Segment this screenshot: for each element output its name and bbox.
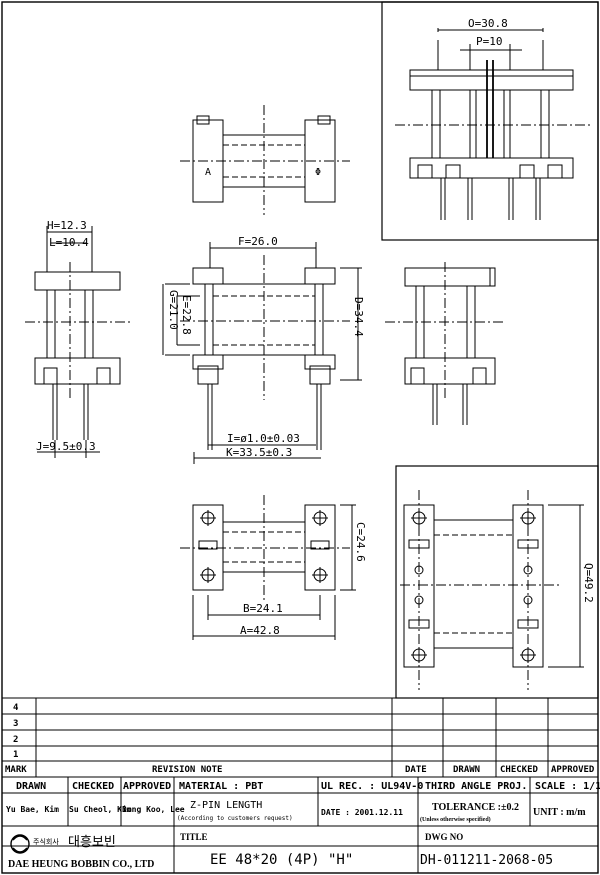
title-block-grid	[2, 697, 598, 873]
top-view-label-b: Φ	[315, 167, 321, 178]
dim-i: I=ø1.0±0.03	[227, 432, 300, 445]
dim-d: D=34.4	[352, 297, 365, 337]
revision-header-drawn: DRAWN	[453, 765, 480, 775]
main-view	[162, 242, 362, 464]
dim-f: F=26.0	[238, 235, 278, 248]
revision-header-approved: APPROVED	[551, 765, 595, 775]
dim-l: L=10.4	[49, 236, 89, 249]
dim-p: P=10	[476, 35, 503, 48]
unit: UNIT : m/m	[533, 807, 586, 818]
dim-j: J=9.5±0.3	[36, 440, 96, 453]
dim-o: O=30.8	[468, 17, 508, 30]
dim-e: E=22.8	[180, 295, 193, 335]
left-side-view	[25, 226, 130, 458]
tolerance: TOLERANCE :±0.2	[432, 802, 519, 813]
company-korean-prefix: 주식회사	[33, 837, 59, 846]
revision-header-date: DATE	[405, 765, 427, 775]
dim-b: B=24.1	[243, 602, 283, 615]
revision-header-note: REVISION NOTE	[152, 765, 222, 775]
front-view-box	[381, 1, 599, 241]
checked-name: Su Cheol, Kim	[69, 804, 132, 814]
company-korean-name: 대흥보빈	[68, 835, 116, 850]
scale: SCALE : 1/1	[535, 781, 600, 792]
top-view	[180, 105, 350, 215]
dwg-no-label: DWG NO	[425, 832, 463, 842]
dim-c: C=24.6	[354, 522, 367, 562]
pin-length-note: (According to customers request)	[177, 815, 293, 822]
bottom-view-box	[395, 465, 599, 699]
drawn-name: Yu Bae, Kim	[6, 804, 59, 814]
dwg-no: DH-011211-2068-05	[420, 853, 553, 868]
pin-length: Z-PIN LENGTH	[190, 800, 262, 811]
revision-header-mark: MARK	[5, 765, 27, 775]
revision-header-checked: CHECKED	[500, 765, 539, 775]
dim-h: H=12.3	[47, 219, 87, 232]
dim-a: A=42.8	[240, 624, 280, 637]
revision-mark-3: 3	[13, 719, 18, 729]
dim-q: Q=49.2	[582, 563, 595, 603]
revision-mark-1: 1	[13, 750, 18, 760]
drawn-label: DRAWN	[16, 781, 46, 792]
title-label: TITLE	[180, 832, 208, 842]
dim-g: G=21.0	[167, 290, 180, 330]
revision-mark-4: 4	[13, 703, 19, 713]
top-view-label-a: A	[205, 167, 211, 178]
company-logo	[10, 834, 30, 854]
checked-label: CHECKED	[72, 781, 114, 792]
approved-label: APPROVED	[123, 781, 171, 792]
company-english-name: DAE HEUNG BOBBIN CO., LTD	[8, 859, 154, 870]
approved-name: Dong Koo, Lee	[122, 805, 185, 814]
right-side-view	[385, 262, 505, 425]
tolerance-note: (Unless otherwise specified)	[420, 816, 491, 823]
drawing-title: EE 48*20 (4P) "H"	[210, 852, 353, 868]
ul-rec: UL REC. : UL94V-0	[321, 781, 423, 792]
bottom-view	[180, 495, 356, 640]
material: MATERIAL : PBT	[179, 781, 263, 792]
projection: THIRD ANGLE PROJ.	[425, 781, 527, 792]
revision-mark-2: 2	[13, 735, 18, 745]
drawing-date: DATE : 2001.12.11	[321, 808, 403, 817]
dim-k: K=33.5±0.3	[226, 446, 292, 459]
